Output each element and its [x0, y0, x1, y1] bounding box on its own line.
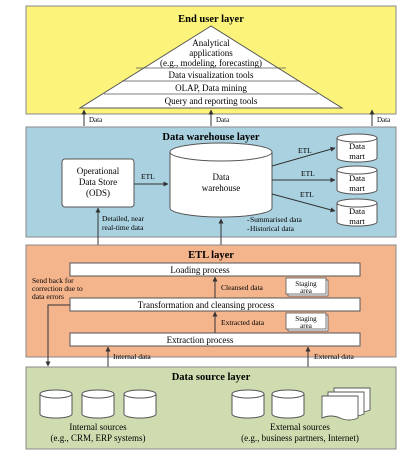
external-source-cylinder-2 [271, 389, 305, 419]
tool-pyramid [78, 25, 344, 109]
etl-arrow-mart1 [271, 146, 336, 167]
internal-data-label: Internal data [113, 352, 151, 361]
ods-label-line3: (ODS) [86, 188, 110, 198]
analytical-apps-line3: (e.g., modeling, forecasting) [160, 58, 262, 68]
data-mart-1 [336, 133, 378, 163]
send-back-line2: correction due to [32, 284, 83, 293]
internal-source-cylinder-2 [81, 389, 115, 419]
arrow-send-back [45, 304, 70, 367]
loading-process-label: Loading process [170, 265, 230, 275]
analytical-apps-line1: Analytical [192, 38, 230, 48]
etl-layer-title: ETL layer [188, 250, 234, 261]
tier-olap-data-mining: OLAP, Data mining [175, 83, 247, 93]
ods-label-line1: Operational [77, 166, 120, 176]
etl-label-mart2: ETL [301, 169, 315, 178]
loading-process-box [69, 262, 361, 277]
warehouse-label-line1: Data [213, 172, 230, 182]
internal-source-cylinder-3 [123, 389, 157, 419]
mart1-label-line2: mart [349, 151, 365, 161]
data-label-right: Data [377, 116, 391, 124]
mart3-label-line2: mart [349, 216, 365, 226]
etl-label-ods: ETL [141, 172, 155, 181]
etl-arrow-mart3 [271, 193, 336, 213]
data-mart-3 [336, 198, 378, 227]
send-back-line3: data errors [32, 292, 64, 301]
data-warehouse-cylinder [169, 142, 273, 218]
mart3-label-line1: Data [349, 206, 365, 216]
data-mart-2 [336, 165, 378, 195]
staging-area-1 [285, 277, 329, 297]
ods-box [61, 158, 135, 208]
tier-query-reporting: Query and reporting tools [165, 96, 258, 106]
internal-sources-line1: Internal sources [69, 422, 127, 432]
cleansed-data-label: Cleansed data [221, 283, 264, 292]
summary-data-line1: Summarised data [250, 215, 303, 224]
staging2-label-line1: Staging [295, 315, 317, 323]
mart1-label-line1: Data [349, 141, 365, 151]
svg-text:-: - [247, 224, 250, 233]
external-data-label: External data [314, 352, 354, 361]
extracted-data-label: Extracted data [221, 318, 265, 327]
internal-source-cylinder-1 [39, 389, 73, 419]
warehouse-layer-title: Data warehouse layer [162, 132, 260, 143]
etl-label-mart3: ETL [300, 190, 314, 199]
detail-data-line2: real-time data [102, 223, 144, 232]
warehouse-label-line2: warehouse [202, 183, 240, 193]
end-user-layer-title: End user layer [178, 14, 244, 25]
transformation-process-label: Transformation and cleansing process [138, 300, 275, 310]
analytical-apps-line2: applications [189, 48, 233, 58]
summary-data-line2: Historical data [250, 224, 295, 233]
data-label-left: Data [89, 116, 103, 124]
staging1-label-line2: area [300, 287, 313, 295]
staging-area-2 [285, 312, 329, 332]
staging1-label-line1: Staging [295, 280, 317, 288]
tier-visualization-tools: Data visualization tools [169, 70, 254, 80]
internal-sources-line2: (e.g., CRM, ERP systems) [51, 433, 146, 443]
mart2-label-line2: mart [349, 183, 365, 193]
external-source-cylinder-1 [231, 389, 265, 419]
send-back-line1: Send back for [32, 276, 74, 285]
external-sources-line1: External sources [270, 422, 330, 432]
external-sources-line2: (e.g., business partners, Internet) [241, 433, 359, 443]
external-source-documents [321, 387, 371, 421]
ods-label-line2: Data Store [79, 177, 117, 187]
data-label-center: Data [216, 116, 230, 124]
extraction-process-label: Extraction process [167, 335, 234, 345]
staging2-label-line2: area [300, 322, 313, 330]
source-layer-title: Data source layer [172, 372, 251, 383]
mart2-label-line1: Data [349, 173, 365, 183]
etl-label-mart1: ETL [298, 146, 312, 155]
svg-text:-: - [247, 215, 250, 224]
detail-data-line1: Detailed, near [102, 214, 145, 223]
